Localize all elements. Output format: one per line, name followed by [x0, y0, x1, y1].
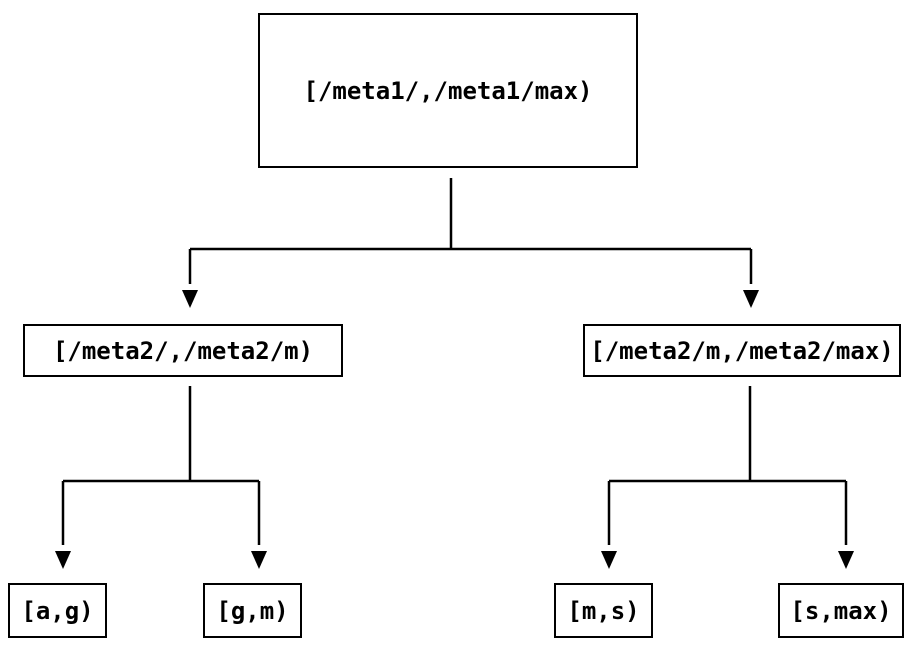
node-meta2-low-label: [/meta2/,/meta2/m): [52, 336, 314, 365]
arrowhead-down-icon: [601, 551, 617, 569]
arrowhead-down-icon: [743, 290, 759, 308]
arrowhead-down-icon: [182, 290, 198, 308]
edge-root-to-children: [182, 178, 759, 308]
node-root-label: [/meta1/,/meta1/max): [303, 76, 593, 105]
node-meta2-low: [/meta2/,/meta2/m): [23, 324, 343, 377]
node-leaf-ms: [m,s): [554, 583, 653, 638]
node-leaf-ag-label: [a,g): [21, 596, 94, 625]
arrowhead-down-icon: [251, 551, 267, 569]
edge-meta2-high-to-children: [601, 386, 854, 569]
node-leaf-ms-label: [m,s): [567, 596, 640, 625]
node-leaf-smax-label: [s,max): [790, 596, 892, 625]
node-meta2-high-label: [/meta2/m,/meta2/max): [590, 336, 894, 365]
edge-meta2-low-to-children: [55, 386, 267, 569]
node-leaf-gm-label: [g,m): [216, 596, 289, 625]
arrowhead-down-icon: [838, 551, 854, 569]
node-leaf-smax: [s,max): [778, 583, 904, 638]
arrowhead-down-icon: [55, 551, 71, 569]
node-meta2-high: [/meta2/m,/meta2/max): [583, 324, 901, 377]
node-leaf-ag: [a,g): [8, 583, 107, 638]
node-root: [/meta1/,/meta1/max): [258, 13, 638, 168]
node-leaf-gm: [g,m): [203, 583, 302, 638]
